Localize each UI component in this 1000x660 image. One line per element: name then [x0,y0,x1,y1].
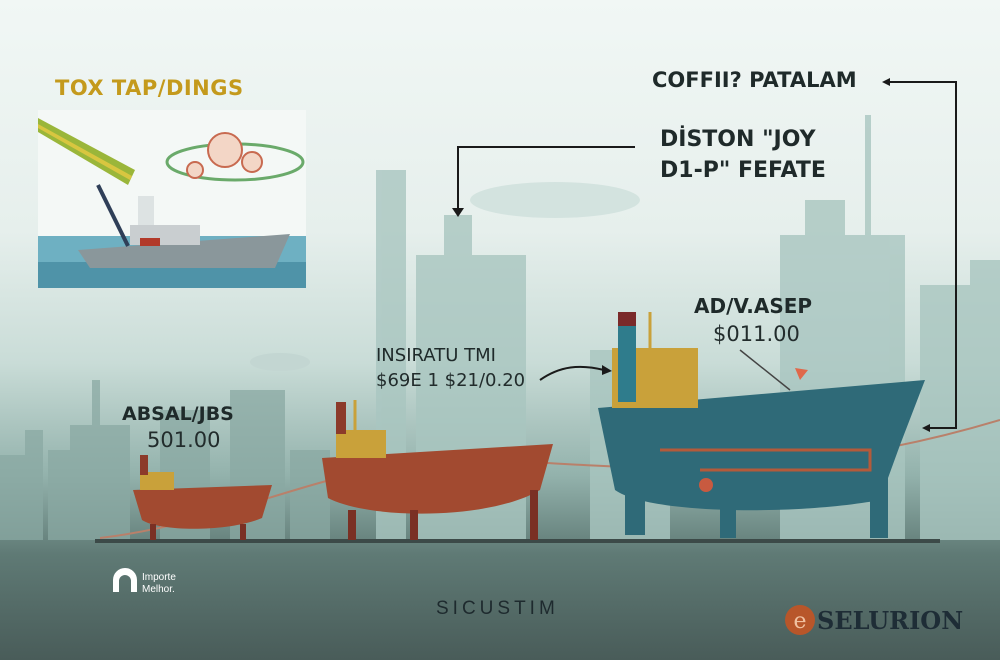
brand-name: SELURION [817,606,964,635]
medium-ship-price: $69E 1 $21/0.20 [376,370,526,391]
medium-ship [322,400,553,540]
brand-logo-icon [785,605,815,635]
inset-title: TOX TAP/DINGS [55,76,244,100]
small-ship [133,455,272,540]
importe-logo-icon [113,568,137,592]
logo-line-2: Melhor. [142,584,175,595]
label-mid-right-2: D1-P" FEFATE [660,158,826,183]
callout-arrows [457,81,957,429]
large-ship-name: AD/V.ASEP [694,294,813,318]
label-top-right: COFFII? PATALAM [652,68,857,92]
large-ship-price: $011.00 [713,322,800,346]
logo-line-1: Importe [142,572,176,583]
small-ship-price: 501.00 [147,428,221,452]
inset-fishing-illustration [38,110,306,288]
importe-logo-text: Importe Melhor. [142,572,176,596]
center-footer-text: SICUSTIM [436,598,559,619]
label-mid-right-1: DİSTON "JOY [660,127,816,152]
brand-mark: e [793,609,806,634]
small-ship-name: ABSAL/JBS [122,403,234,425]
large-ship [598,312,925,538]
medium-ship-name: INSIRATU TMI [376,345,496,366]
